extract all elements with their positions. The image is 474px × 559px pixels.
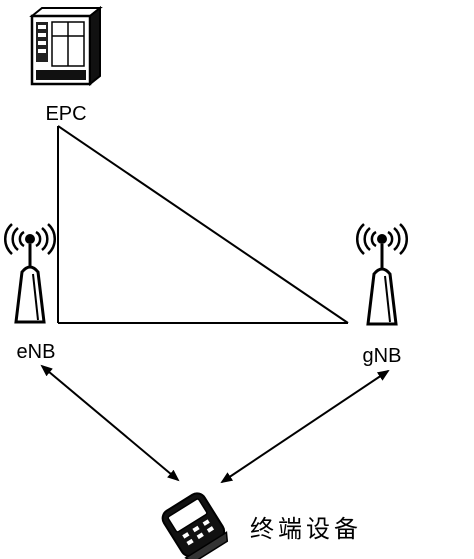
mobile-phone-icon <box>161 492 229 559</box>
terminal-label: 终端设备 <box>250 515 362 543</box>
gnb-label: gNB <box>363 345 402 367</box>
link-epc-gnb <box>57 125 349 324</box>
server-icon <box>29 5 103 87</box>
epc-label: EPC <box>45 103 86 125</box>
base-station-antenna-icon <box>355 223 409 326</box>
link-gnb-terminal <box>220 369 390 484</box>
enb-label: eNB <box>17 341 56 363</box>
base-station-antenna-icon <box>3 223 57 324</box>
link-enb-terminal <box>40 364 180 482</box>
